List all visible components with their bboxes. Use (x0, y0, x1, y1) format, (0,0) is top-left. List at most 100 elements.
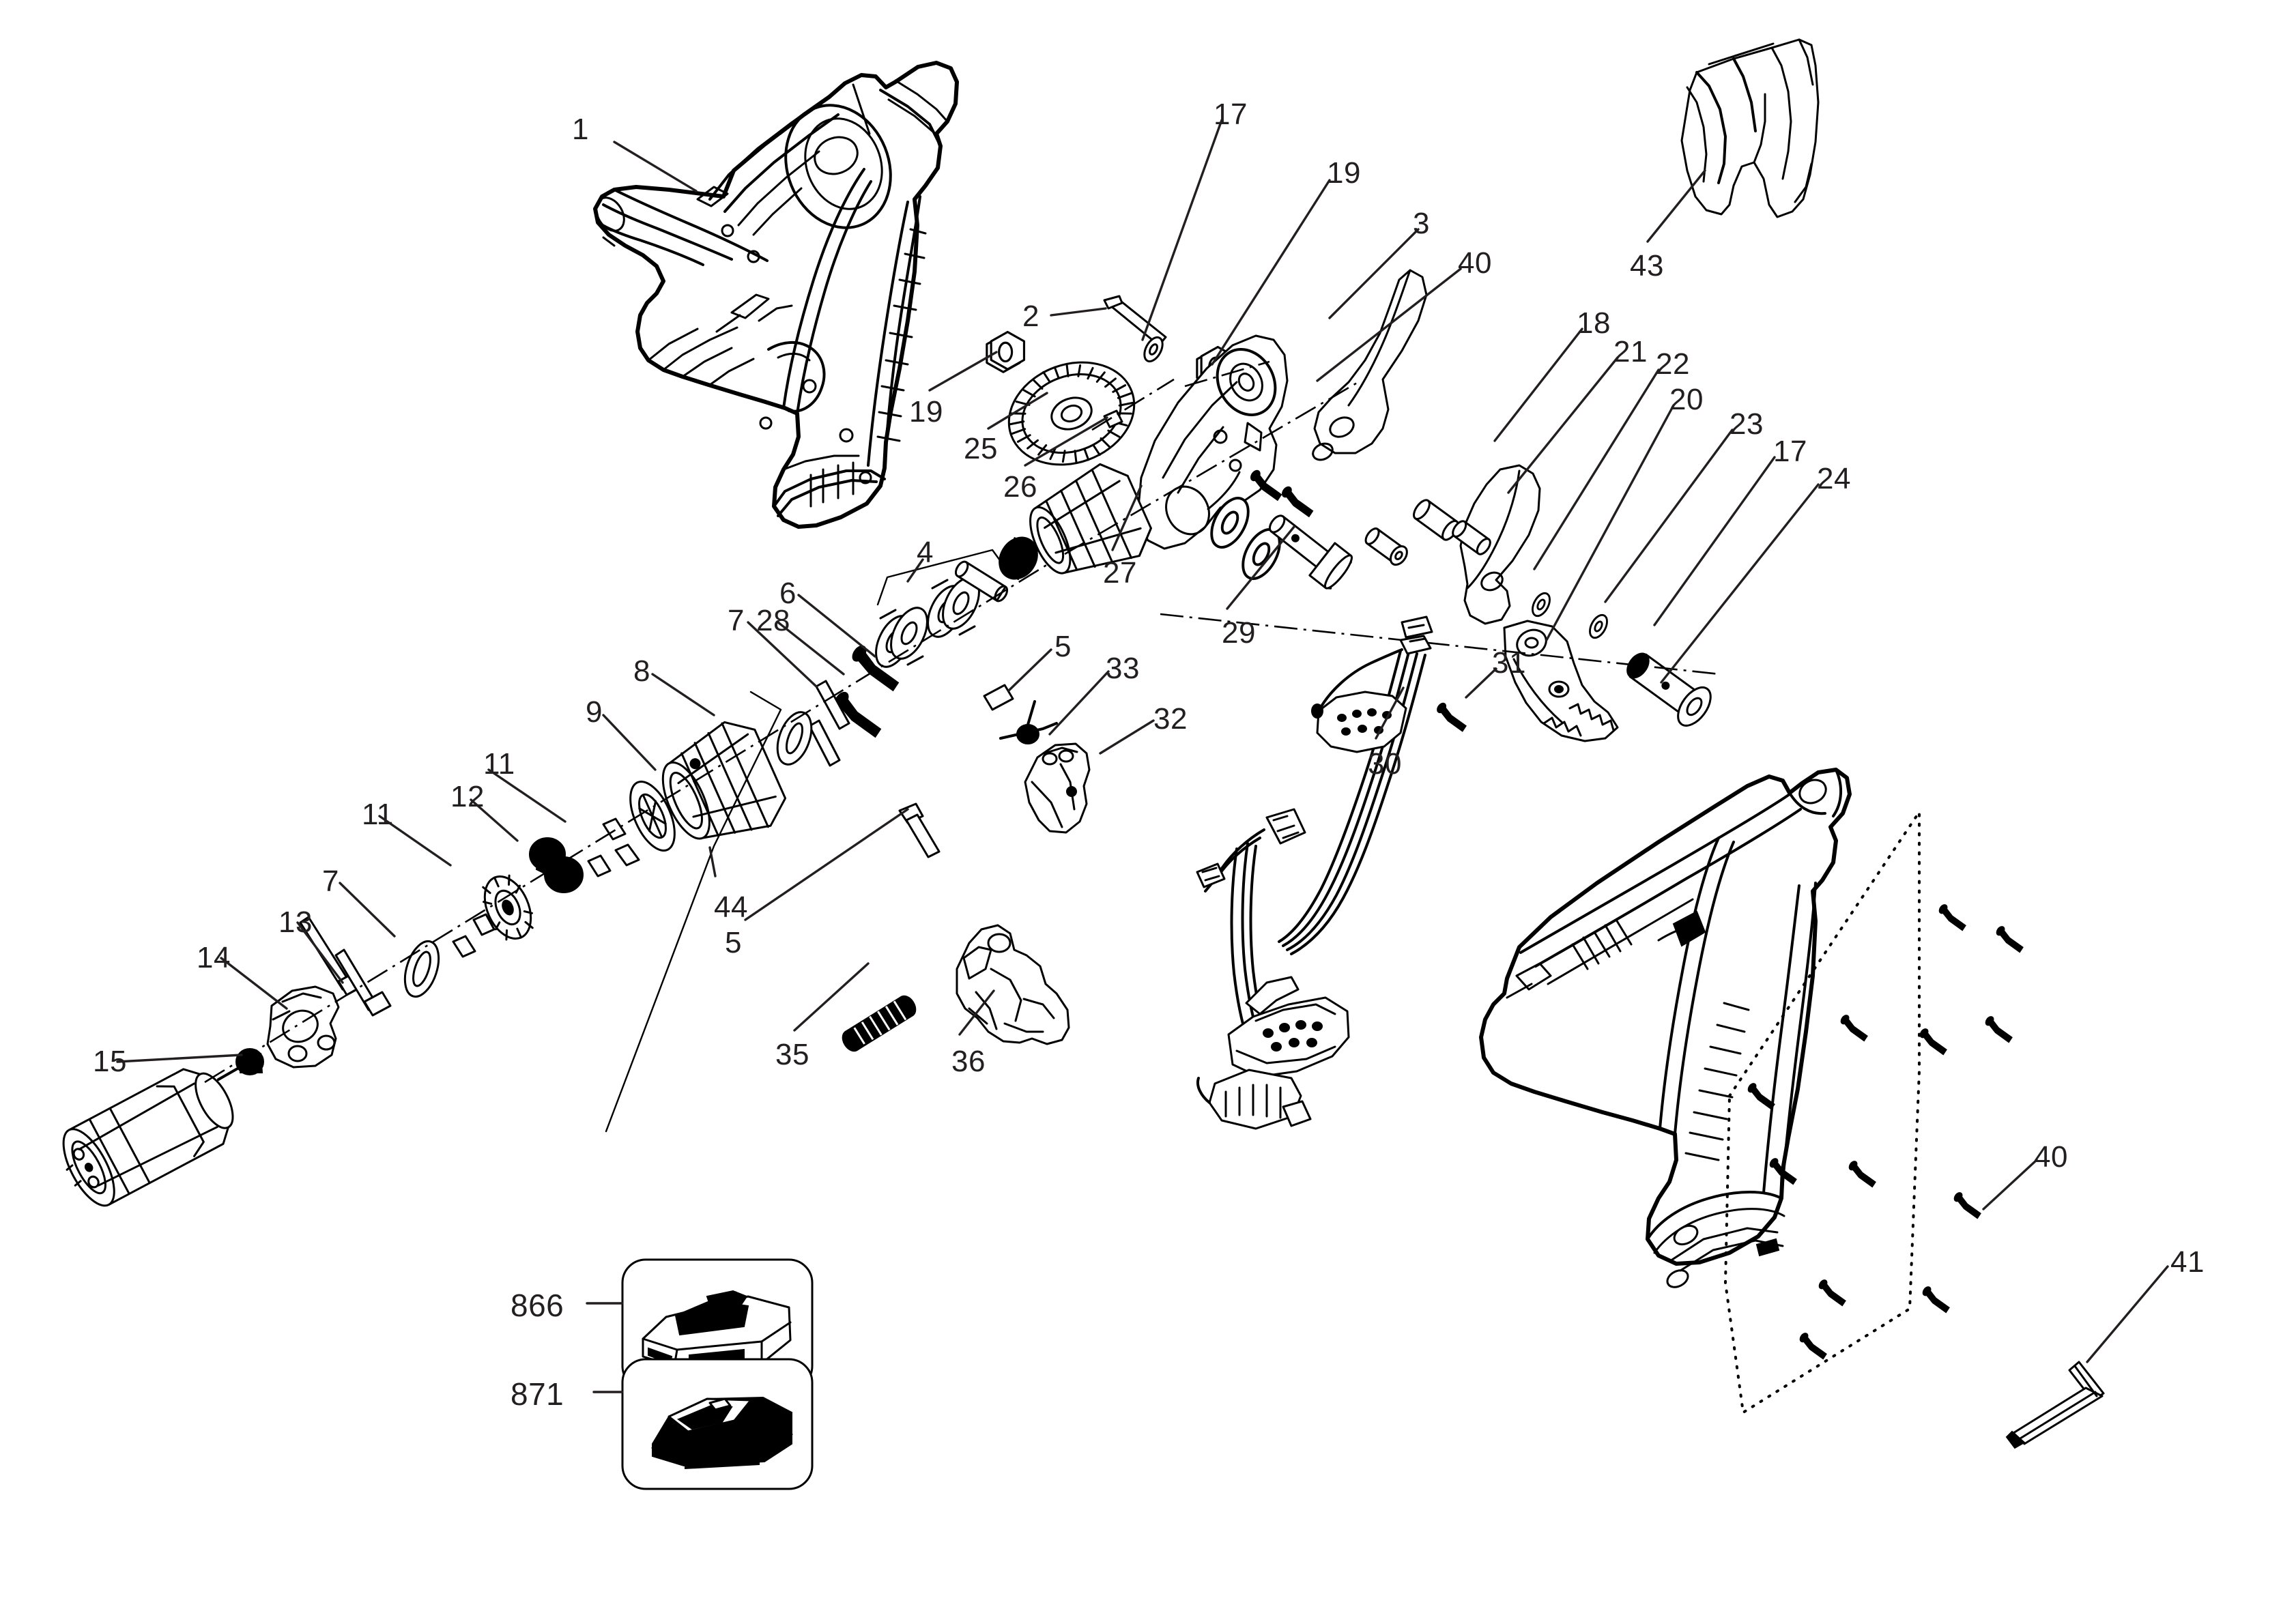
callout-label-871: 871 (511, 1376, 564, 1412)
callout-label-33: 33 (1106, 652, 1140, 685)
callout-label-7: 7 (322, 865, 339, 898)
leader-line (1982, 1159, 2038, 1210)
callout-label-8: 8 (633, 654, 650, 688)
part-trigger-32 (1024, 742, 1091, 834)
part-bushing-20b (1364, 527, 1408, 566)
leader-line (1111, 484, 1143, 551)
leader-line (487, 768, 566, 823)
leader-line (651, 673, 715, 716)
leader-line (339, 882, 396, 938)
part-blade-18 (1312, 269, 1428, 461)
part-bearing-4 (875, 536, 1038, 668)
leader-line (1653, 456, 1776, 626)
part-washer-17b (1527, 589, 1555, 620)
callout-label-35: 35 (775, 1038, 809, 1071)
part-screw-40b (1280, 484, 1314, 517)
callout-label-40: 40 (1458, 246, 1492, 280)
leader-line (378, 815, 452, 867)
callout-label-28: 28 (756, 604, 790, 637)
leader-line (116, 1054, 243, 1063)
part-pin-5a (983, 684, 1014, 711)
callout-label-11: 11 (362, 798, 394, 831)
callout-label-40: 40 (2034, 1140, 2068, 1174)
callout-label-23: 23 (1730, 407, 1764, 441)
leader-line (1007, 648, 1052, 692)
callout-label-41: 41 (2170, 1245, 2205, 1279)
callout-label-17: 17 (1214, 98, 1248, 131)
callout-label-6: 6 (779, 577, 797, 610)
leader-line (1493, 328, 1583, 442)
boxed-item-871 (621, 1358, 814, 1490)
callout-label-15: 15 (93, 1045, 127, 1078)
callout-label-5: 5 (1054, 630, 1072, 663)
part-bevel-gear-25 (1007, 361, 1136, 466)
boxed-item-866 (621, 1258, 814, 1391)
assembled-tool (1479, 768, 1852, 1288)
part-motor-15 (62, 1048, 264, 1207)
leader-line (1375, 686, 1405, 740)
part-bracket-36 (956, 924, 1070, 1045)
leader-line (2086, 1265, 2169, 1363)
part-shim-11c (587, 854, 612, 878)
part-gear-cluster-11 (529, 837, 584, 893)
callout-label-3: 3 (1413, 207, 1430, 240)
leader-line (906, 558, 924, 583)
leader-line (1660, 483, 1820, 684)
callout-label-14: 14 (197, 941, 231, 974)
part-blade-21 (1459, 464, 1541, 625)
part-pin-2 (1103, 295, 1167, 347)
part-pinion-shaft-29 (1268, 514, 1353, 590)
leader-line (747, 621, 818, 688)
part-spacer-22 (1452, 520, 1491, 555)
part-washer-7a (776, 711, 813, 766)
callout-label-29: 29 (1222, 616, 1256, 650)
callout-label-32: 32 (1153, 702, 1188, 736)
leader-line (1646, 169, 1706, 243)
leader-line (777, 621, 845, 676)
callout-label-18: 18 (1577, 306, 1611, 340)
callout-label-17: 17 (1773, 435, 1807, 468)
part-hex-key-41 (2005, 1361, 2105, 1449)
leader-line (470, 798, 519, 842)
part-gear-case-3 (1136, 334, 1289, 550)
callout-label-25: 25 (964, 432, 998, 465)
callout-label-5: 5 (725, 926, 742, 959)
part-nut-19a (986, 330, 1026, 373)
part-shim-11d (472, 913, 496, 936)
leader-line (1604, 429, 1734, 603)
leader-line (744, 808, 909, 921)
leader-line (1465, 667, 1497, 699)
part-pivot-bolt-24 (1626, 652, 1712, 727)
part-washer-plate-9 (629, 781, 676, 852)
part-spring-33 (999, 700, 1058, 744)
leader-line (1099, 719, 1155, 755)
leader-line (1328, 228, 1420, 319)
callout-label-1: 1 (572, 113, 589, 146)
leader-line (1507, 356, 1619, 494)
part-wiring-harness-30 (1196, 615, 1433, 1130)
leader-line (602, 714, 657, 771)
callout-label-24: 24 (1817, 462, 1851, 495)
part-jaw-sector (1503, 620, 1619, 742)
part-bushing-20 (1413, 499, 1459, 541)
leader-line (296, 921, 344, 984)
callout-label-21: 21 (1613, 335, 1648, 368)
callout-label-4: 4 (917, 536, 934, 569)
callout-label-31: 31 (1492, 646, 1526, 680)
callout-label-12: 12 (450, 780, 485, 813)
callout-label-30: 30 (1368, 747, 1402, 781)
part-washer-7b (403, 940, 440, 998)
leader-line (220, 957, 288, 1010)
part-sleeve-35 (842, 995, 917, 1052)
callout-label-44: 44 (714, 890, 748, 924)
callout-label-7: 7 (728, 604, 745, 637)
leader-line (1048, 670, 1110, 736)
callout-label-22: 22 (1656, 347, 1690, 381)
callout-label-19: 19 (1327, 156, 1361, 190)
part-shim-28a (815, 680, 850, 730)
leader-line (793, 962, 870, 1032)
callout-label-20: 20 (1669, 383, 1704, 416)
screw-kit-envelope-40 (1723, 807, 2024, 1415)
